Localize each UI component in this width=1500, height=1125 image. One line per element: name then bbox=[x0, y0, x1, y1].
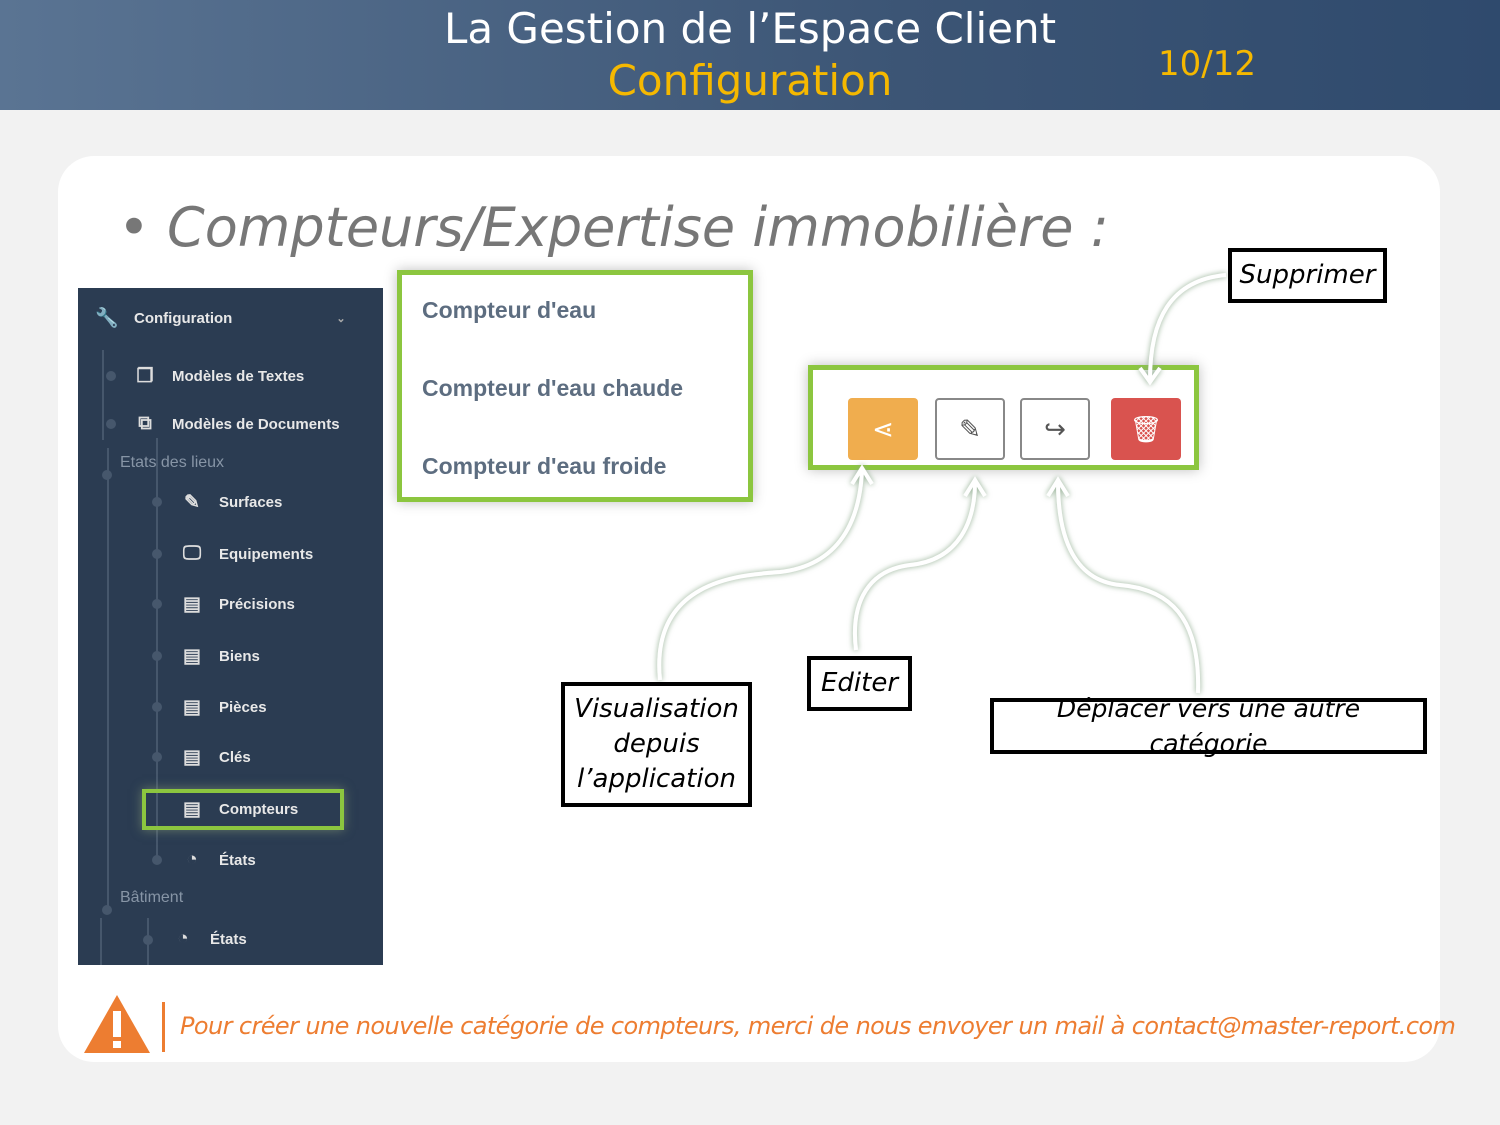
delete-button[interactable]: 🗑 bbox=[1111, 398, 1181, 460]
book-icon: ▤ bbox=[183, 697, 201, 718]
book-icon: ▤ bbox=[183, 646, 201, 667]
chevron-down-icon: ⌄ bbox=[336, 312, 346, 325]
header: La Gestion de l’Espace Client Configurat… bbox=[0, 0, 1500, 110]
pencil-icon: ✎ bbox=[959, 413, 981, 444]
trash-icon: 🗑 bbox=[1129, 413, 1163, 444]
edit-button[interactable]: ✎ bbox=[935, 398, 1005, 460]
copy-icon: ❐ bbox=[136, 366, 154, 387]
warning-icon bbox=[84, 995, 150, 1053]
sidebar-item-biens[interactable]: ▤ Biens bbox=[179, 645, 260, 668]
list-item[interactable]: Compteur d'eau bbox=[422, 297, 597, 323]
book-icon: ▤ bbox=[183, 799, 201, 820]
sidebar-title: Configuration bbox=[134, 309, 233, 327]
label: États bbox=[219, 851, 256, 869]
label: États bbox=[210, 930, 247, 948]
label: Compteurs bbox=[219, 801, 299, 818]
sidebar-item-batiment-etats[interactable]: ◔ États bbox=[170, 928, 247, 950]
label: Modèles de Documents bbox=[172, 415, 340, 433]
share-forward-icon: ↪ bbox=[1044, 413, 1066, 444]
sidebar-item-cles[interactable]: ▤ Clés bbox=[179, 746, 251, 769]
book-icon: ▤ bbox=[183, 747, 201, 768]
dashboard-icon: ◔ bbox=[186, 849, 198, 870]
pencil-icon: ✎ bbox=[184, 492, 200, 513]
bullet-text: Compteurs/Expertise immobilière : bbox=[167, 196, 1109, 259]
sidebar: 🔧 Configuration ⌄ ❐ Modèles de Textes ⧉ Modè… bbox=[78, 288, 383, 965]
share-icon: ⋖ bbox=[872, 413, 894, 444]
note-text: Pour créer une nouvelle catégorie de com… bbox=[180, 1012, 1456, 1040]
sidebar-item-documents[interactable]: ⧉ Modèles de Documents bbox=[132, 413, 340, 435]
desktop-icon: 🖵 bbox=[182, 543, 202, 564]
label: Modèles de Textes bbox=[172, 368, 305, 385]
label-supprimer: Supprimer bbox=[1228, 248, 1387, 303]
list-item[interactable]: Compteur d'eau chaude bbox=[422, 375, 684, 401]
label: Pièces bbox=[219, 699, 267, 716]
label: Equipements bbox=[219, 545, 314, 563]
label-visualisation: Visualisation depuis l’application bbox=[561, 682, 752, 807]
label-editer: Editer bbox=[807, 656, 912, 711]
title: La Gestion de l’Espace Client bbox=[443, 4, 1057, 53]
subtitle: Configuration bbox=[607, 56, 893, 105]
list-item[interactable]: Compteur d'eau froide bbox=[422, 453, 667, 479]
sidebar-item-pieces[interactable]: ▤ Pièces bbox=[179, 696, 267, 719]
page-number: 10/12 bbox=[1158, 44, 1256, 84]
wrench-icon: 🔧 bbox=[95, 308, 119, 329]
clone-icon: ⧉ bbox=[138, 413, 152, 434]
label: Surfaces bbox=[219, 494, 283, 511]
label: Biens bbox=[219, 648, 260, 665]
label: Précisions bbox=[219, 596, 295, 613]
label: Clés bbox=[219, 749, 251, 766]
bullet-heading: • Compteurs/Expertise immobilière : bbox=[118, 196, 1109, 259]
compteur-list: Compteur d'eau Compteur d'eau chaude Com… bbox=[397, 270, 753, 502]
book-icon: ▤ bbox=[183, 594, 201, 615]
sidebar-item-compteurs[interactable]: ▤ Compteurs bbox=[179, 798, 298, 821]
label-deplacer: Déplacer vers une autre catégorie bbox=[990, 694, 1427, 758]
dashboard-icon: ◔ bbox=[177, 928, 189, 949]
sidebar-item-precisions[interactable]: ▤ Précisions bbox=[179, 593, 295, 616]
compteurs-highlight bbox=[142, 789, 344, 830]
sidebar-item-surfaces[interactable]: ✎ Surfaces bbox=[179, 491, 282, 514]
share-button[interactable]: ⋖ bbox=[848, 398, 918, 460]
section-etats-des-lieux: Etats des lieux bbox=[120, 454, 225, 471]
section-batiment: Bâtiment bbox=[120, 889, 184, 906]
sidebar-config[interactable]: 🔧 Configuration ⌄ bbox=[94, 306, 346, 330]
action-toolbar: ⋖ ✎ ↪ 🗑 bbox=[808, 365, 1199, 470]
divider bbox=[162, 1002, 165, 1052]
sidebar-item-etats[interactable]: ◔ États bbox=[179, 849, 256, 871]
sidebar-item-equipements[interactable]: 🖵 Equipements bbox=[179, 543, 313, 565]
move-button[interactable]: ↪ bbox=[1020, 398, 1090, 460]
sidebar-item-textes[interactable]: ❐ Modèles de Textes bbox=[132, 365, 304, 388]
